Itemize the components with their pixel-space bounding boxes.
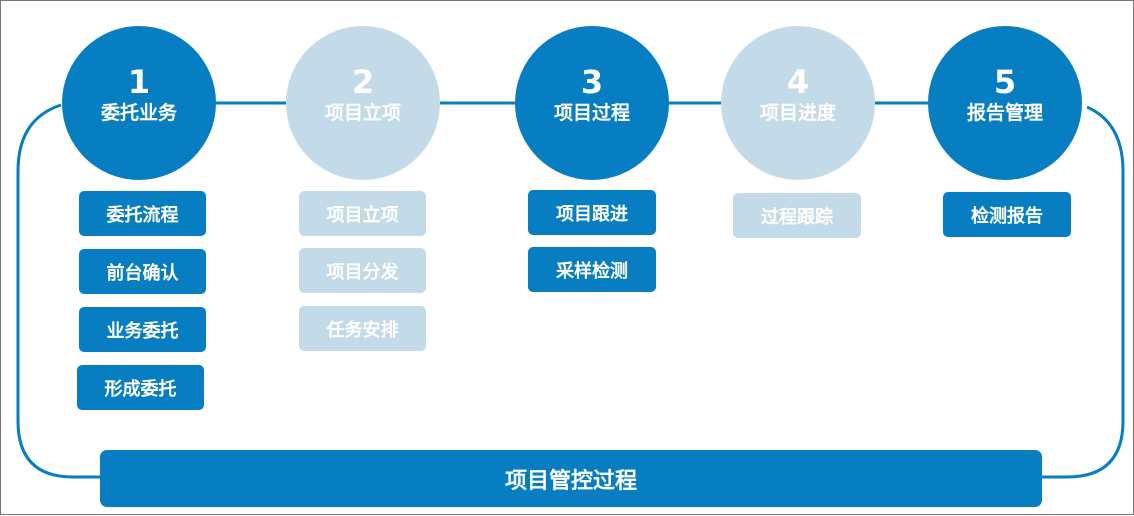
item-button[interactable]: 形成委托 — [77, 365, 204, 410]
step-5-circle[interactable]: 5 报告管理 — [928, 26, 1082, 180]
item-button[interactable]: 业务委托 — [79, 307, 206, 352]
item-button[interactable]: 过程跟踪 — [733, 193, 861, 238]
item-button[interactable]: 任务安排 — [299, 306, 426, 351]
loop-left — [16, 103, 100, 479]
item-button[interactable]: 采样检测 — [528, 247, 656, 292]
step-label: 报告管理 — [966, 102, 1043, 124]
step-3-circle[interactable]: 3 项目过程 — [515, 26, 669, 180]
step-number: 1 — [127, 63, 151, 101]
item-button[interactable]: 检测报告 — [943, 192, 1071, 237]
step-4-circle[interactable]: 4 项目进度 — [721, 26, 875, 180]
step-1-circle[interactable]: 1 委托业务 — [62, 26, 216, 180]
step-label: 委托业务 — [100, 102, 177, 124]
item-button[interactable]: 项目立项 — [299, 191, 426, 236]
loop-right — [1042, 105, 1125, 479]
item-button[interactable]: 前台确认 — [79, 249, 206, 294]
item-button[interactable]: 委托流程 — [79, 191, 206, 236]
step-2-circle[interactable]: 2 项目立项 — [286, 26, 440, 180]
step-number: 4 — [786, 63, 810, 101]
step-label: 项目过程 — [553, 102, 630, 124]
project-control-bar[interactable]: 项目管控过程 — [100, 450, 1042, 507]
item-button[interactable]: 项目分发 — [299, 248, 426, 293]
step-label: 项目进度 — [759, 102, 836, 124]
step-number: 2 — [351, 63, 375, 101]
item-button[interactable]: 项目跟进 — [528, 190, 656, 235]
step-number: 3 — [580, 63, 604, 101]
step-number: 5 — [993, 63, 1017, 101]
step-label: 项目立项 — [324, 102, 401, 124]
